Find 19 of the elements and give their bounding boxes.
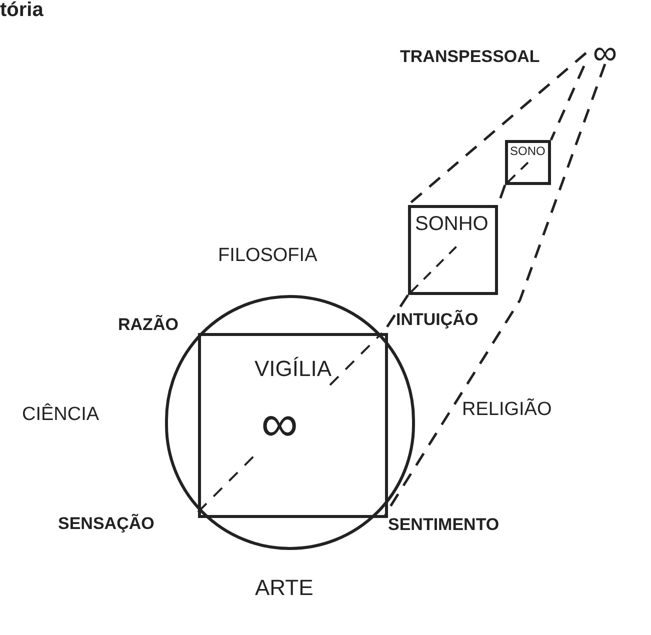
concept-label: CIÊNCIA [22,405,100,424]
box-title: VIGÍLIA [253,355,333,383]
concept-label: SENTIMENTO [388,516,500,533]
dashed-line [384,64,606,516]
infinity-symbol: ∞ [584,40,626,66]
node-caption: TRANSPESSOAL [400,46,540,68]
concept-label: SENSAÇÃO [58,515,154,532]
concept-label: tória [0,0,44,20]
square-box [505,140,551,185]
concept-label: INTUIÇÃO [396,311,478,328]
concept-label: RAZÃO [118,316,178,333]
dashed-line [550,66,586,140]
concept-label: RELIGIÃO [462,400,552,419]
concept-label: ARTE [255,577,314,599]
box-title: SONHO [415,214,488,234]
square-box [408,205,498,295]
infinity-symbol: ∞ [261,398,298,450]
concept-label: FILOSOFIA [218,246,318,265]
box-title: SONO [510,145,546,157]
